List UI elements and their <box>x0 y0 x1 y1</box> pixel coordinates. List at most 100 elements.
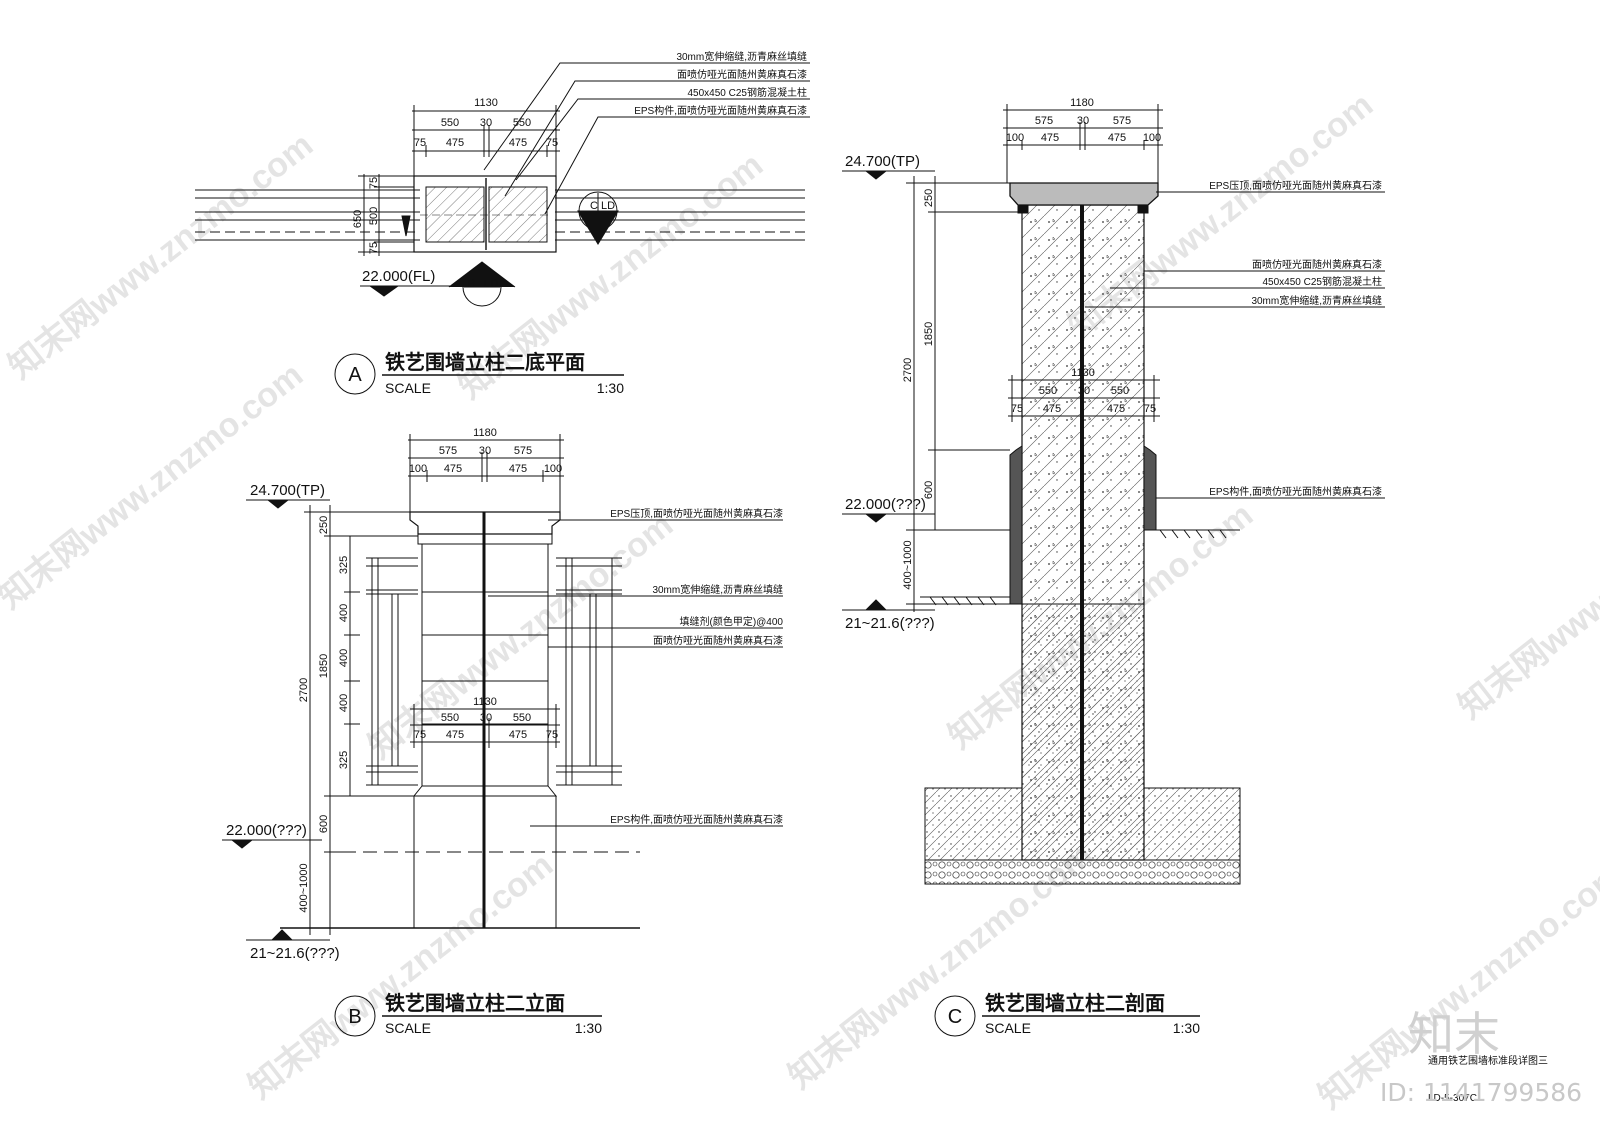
section-c-ref: LD <box>601 200 615 212</box>
drawing-b-title: B 铁艺围墙立柱二立面 SCALE 1:30 <box>334 991 602 1037</box>
section-inner-dim-half: 550 <box>1039 385 1057 397</box>
elev-dim-part: 100 <box>544 463 562 475</box>
plan-dim-depth: 650 <box>352 210 364 228</box>
drawing-a-title-text: 铁艺围墙立柱二底平面 <box>385 350 585 374</box>
section-inner-dim-part: 475 <box>1107 403 1125 415</box>
watermark-cn: 知末网 <box>0 524 95 617</box>
drawing-a-title: A 铁艺围墙立柱二底平面 SCALE 1:30 <box>334 350 624 396</box>
drawing-a-marker: A <box>348 364 362 386</box>
elev-inner-dim-part: 475 <box>509 729 527 741</box>
plan-dim-part: 75 <box>414 137 426 149</box>
watermark-url: www.znzmo.com <box>71 356 310 554</box>
plan-top-dimensions: 1130 550 30 550 75 475 475 75 <box>412 97 560 176</box>
plan-callout-2: 面喷仿哑光面随州黄麻真石漆 <box>677 68 807 81</box>
sheet-title-block: 通用铁艺围墙标准段详图三 LD-5-307C 知末 ID: 1141799586 <box>1380 1007 1582 1107</box>
elev-inner-dim-total: 1130 <box>473 696 497 708</box>
elev-callout-4: 面喷仿哑光面随州黄麻真石漆 <box>653 634 783 647</box>
elev-dim-height-total: 2700 <box>298 678 310 702</box>
plan-dim-part: 475 <box>509 137 527 149</box>
plan-dim-half-right: 550 <box>513 117 531 129</box>
elev-callout-5: EPS构件,面喷仿哑光面随州黄麻真石漆 <box>610 813 783 826</box>
elev-callouts: EPS压顶,面喷仿哑光面随州黄麻真石漆 30mm宽伸缩缝,沥青麻丝填缝 填缝剂(… <box>488 507 784 827</box>
elev-inner-dim-part: 75 <box>414 729 426 741</box>
section-tag-c: C LD <box>577 191 619 245</box>
elev-inner-dimensions: 1130 550 30 550 75 475 475 75 <box>410 696 560 748</box>
iron-railing-left <box>366 557 418 786</box>
elev-level-top: 24.700(TP) <box>250 482 325 499</box>
section-b-letter: B <box>468 278 475 290</box>
plan-dim-half-left: 550 <box>441 117 459 129</box>
brand-watermark: 知末 <box>1408 1007 1500 1061</box>
section-level-bottom: 21~21.6(???) <box>845 615 935 632</box>
svg-text:知末网www.znzmo.com: 知末网www.znzmo.com <box>2 126 321 387</box>
elev-dim-height-part: 400 <box>338 604 350 622</box>
section-top-dimensions: 1180 575 30 575 100 475 475 100 <box>1003 97 1163 183</box>
plan-dim-total: 1130 <box>474 97 498 109</box>
elev-level-bottom: 21~21.6(???) <box>250 945 340 962</box>
drawing-b-elevation: 1180 575 30 575 100 475 475 100 1130 550… <box>222 427 784 1037</box>
sheet-name: 通用铁艺围墙标准段详图三 <box>1428 1054 1548 1067</box>
section-dim-part: 475 <box>1108 132 1126 144</box>
drawing-b-scale-label: SCALE <box>385 1020 431 1036</box>
elev-inner-dim-half: 550 <box>441 712 459 724</box>
elev-dim-height-part: 325 <box>338 556 350 574</box>
elev-dim-total: 1180 <box>473 427 497 439</box>
section-b-ref: LD <box>484 278 498 290</box>
section-callouts: EPS压顶,面喷仿哑光面随州黄麻真石漆 面喷仿哑光面随州黄麻真石漆 450x45… <box>1085 179 1385 499</box>
drawing-c-title-text: 铁艺围墙立柱二剖面 <box>985 991 1165 1015</box>
elev-dim-half: 575 <box>514 445 532 457</box>
watermark-url: www.znzmo.com <box>441 506 680 704</box>
drawing-c-section: 1180 575 30 575 100 475 475 100 1130 550… <box>842 97 1385 1037</box>
elev-dim-part: 100 <box>409 463 427 475</box>
elev-dim-gap: 30 <box>479 445 491 457</box>
elev-level-mid: 22.000(???) <box>226 822 307 839</box>
section-dim-part: 475 <box>1041 132 1059 144</box>
elev-dim-height-mid: 1850 <box>318 654 330 678</box>
plan-callout-4: EPS构件,面喷仿哑光面随州黄麻真石漆 <box>634 104 807 117</box>
section-dim-part: 100 <box>1143 132 1161 144</box>
drawing-a-plan: 1130 550 30 550 75 475 475 75 650 75 500… <box>195 50 810 396</box>
plan-dim-part: 75 <box>546 137 558 149</box>
watermark-url: www.znzmo.com <box>1531 466 1600 664</box>
section-vertical-dimensions: 2700 250 1850 600 400~1000 <box>902 176 1022 612</box>
section-inner-dim-part: 75 <box>1011 403 1023 415</box>
plan-dim-depth-part: 75 <box>368 177 380 189</box>
sheet-number: LD-5-307C <box>1428 1093 1477 1104</box>
section-inner-dim-part: 475 <box>1043 403 1061 415</box>
section-cap <box>1009 182 1159 206</box>
section-callout-3: 450x450 C25钢筋混凝土柱 <box>1263 275 1383 288</box>
elev-dim-height-part: 400 <box>338 649 350 667</box>
section-level-mid: 22.000(???) <box>845 496 926 513</box>
svg-text:知末网www.znzmo.com: 知末网www.znzmo.com <box>362 506 681 767</box>
section-callout-4: 30mm宽伸缩缝,沥青麻丝填缝 <box>1251 294 1382 307</box>
elev-inner-dim-part: 75 <box>546 729 558 741</box>
foundation-gravel <box>924 859 1241 885</box>
section-c-letter: C <box>590 200 598 212</box>
drawing-b-scale-value: 1:30 <box>575 1020 602 1036</box>
drawing-b-title-text: 铁艺围墙立柱二立面 <box>385 991 565 1015</box>
section-dim-half: 575 <box>1113 115 1131 127</box>
elev-callout-2: 30mm宽伸缩缝,沥青麻丝填缝 <box>652 583 783 596</box>
elev-dim-height-part: 250 <box>318 516 330 534</box>
drawing-b-marker: B <box>348 1006 361 1028</box>
section-dim-height-part: 250 <box>923 189 935 207</box>
svg-text:知末网www.znzmo.com: 知末网www.znzmo.com <box>1452 466 1600 727</box>
section-dim-total: 1180 <box>1070 97 1094 109</box>
section-dim-height-part: 600 <box>923 481 935 499</box>
drawing-c-scale-value: 1:30 <box>1173 1020 1200 1036</box>
elev-dim-half: 575 <box>439 445 457 457</box>
plan-callouts: 30mm宽伸缩缝,沥青麻丝填缝 面喷仿哑光面随州黄麻真石漆 450x450 C2… <box>483 50 810 215</box>
elev-inner-dim-part: 475 <box>446 729 464 741</box>
elev-callout-3: 填缝剂(颜色甲定)@400 <box>680 615 784 628</box>
elev-inner-dim-half: 550 <box>513 712 531 724</box>
section-dim-height-part: 1850 <box>923 322 935 346</box>
svg-text:知末网www.znzmo.com: 知末网www.znzmo.com <box>242 846 561 1107</box>
pillar-elevation <box>280 511 640 929</box>
section-dim-part: 100 <box>1006 132 1024 144</box>
watermark-cn: 知末网 <box>1452 634 1556 727</box>
section-dim-gap: 30 <box>1077 115 1089 127</box>
watermark-url: www.znzmo.com <box>81 126 320 324</box>
drawing-c-scale-label: SCALE <box>985 1020 1031 1036</box>
section-inner-dim-half: 550 <box>1111 385 1129 397</box>
